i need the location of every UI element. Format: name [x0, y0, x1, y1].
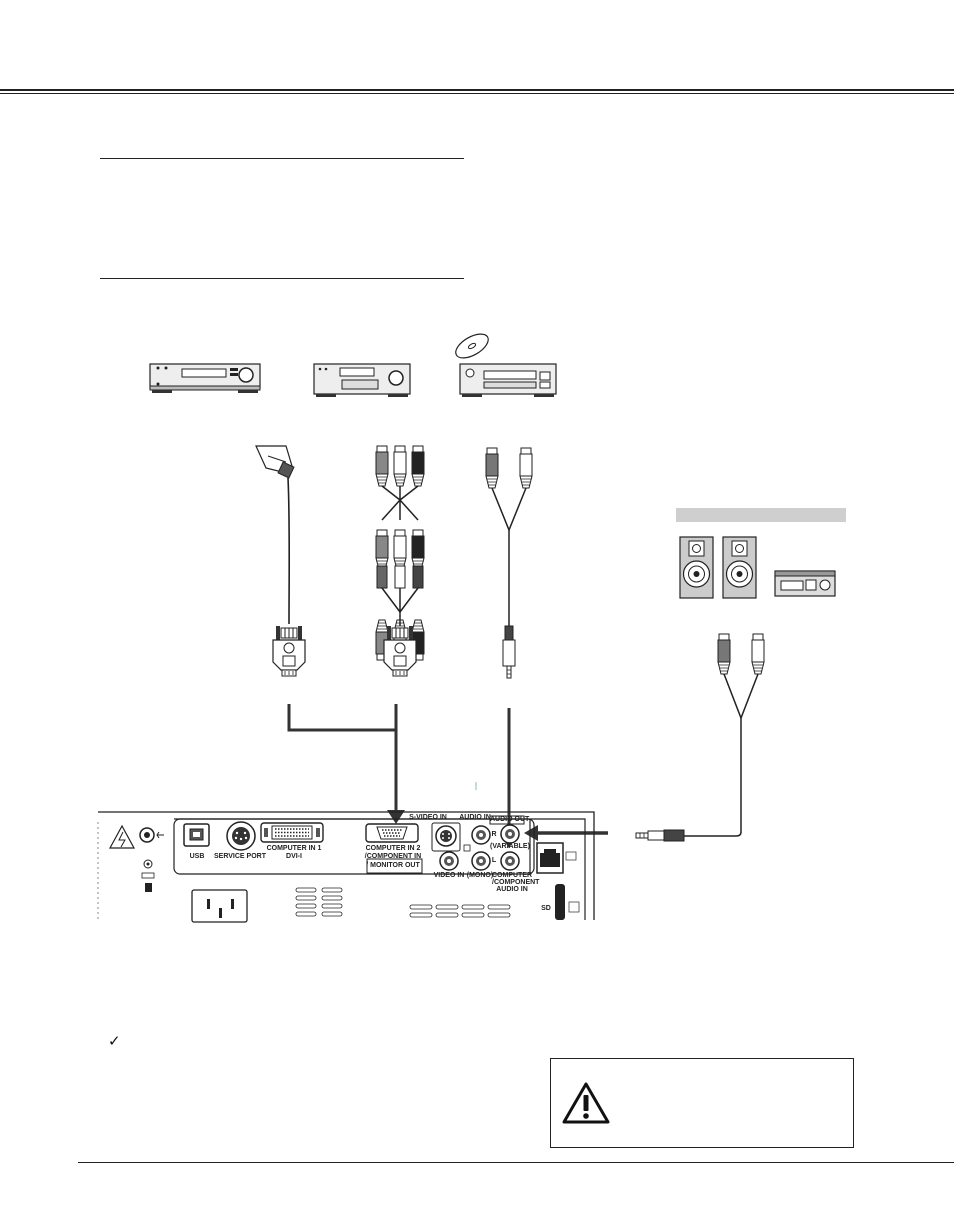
computer-audio-in-label-1: COMPUTER [492, 872, 533, 879]
caution-box [550, 1058, 854, 1148]
video-disc-player-icon [313, 363, 411, 397]
dvi-i-label: DVI-I [286, 853, 302, 860]
computer-in-1-label: COMPUTER IN 1 [266, 845, 322, 852]
mono-label: (MONO) [466, 872, 494, 879]
kensington-lock-icon [145, 883, 152, 892]
warning-triangle-icon [562, 1082, 610, 1124]
audio-output-cable [635, 633, 765, 842]
audio-input-cable [485, 447, 533, 679]
computer-audio-in-label-2: /COMPONENT [492, 879, 540, 886]
sd-slot-label: SD [541, 905, 551, 912]
header-rule-bottom [0, 93, 954, 94]
footer-rule [78, 1162, 954, 1163]
section-rule-top [100, 158, 464, 159]
speaker-right-icon [722, 536, 757, 599]
computer-audio-in-label-3: AUDIO IN [496, 886, 528, 893]
audio-equipment-label-bar [676, 508, 846, 522]
component-cable [375, 445, 425, 677]
component-in-label: /COMPONENT IN [364, 853, 422, 860]
note-check-icon: ✓ [108, 1032, 121, 1050]
variable-label: (VARIABLE) [490, 843, 530, 850]
audio-out-label: AUDIO OUT [490, 816, 530, 823]
projector-rear-panel [97, 811, 595, 923]
usb-port-label: USB [189, 853, 205, 860]
speaker-left-icon [679, 536, 714, 599]
l-channel-label: L [491, 857, 497, 864]
dvd-player-icon [455, 333, 557, 397]
vcr-device-icon [149, 363, 261, 393]
audio-in-label: AUDIO IN [459, 814, 491, 821]
service-port-label: SERVICE PORT [214, 853, 266, 860]
header-rule-top [0, 89, 954, 91]
s-video-in-label: S-VIDEO IN [409, 814, 447, 821]
electric-hazard-icon [108, 824, 136, 849]
computer-in-2-label: COMPUTER IN 2 [365, 845, 421, 852]
section-rule-bottom [100, 278, 464, 279]
monitor-out-label: / MONITOR OUT [366, 862, 420, 869]
video-in-label: VIDEO IN [433, 872, 465, 879]
r-channel-label: R [491, 831, 497, 838]
amplifier-icon [774, 570, 836, 597]
scart-cable [255, 445, 306, 677]
